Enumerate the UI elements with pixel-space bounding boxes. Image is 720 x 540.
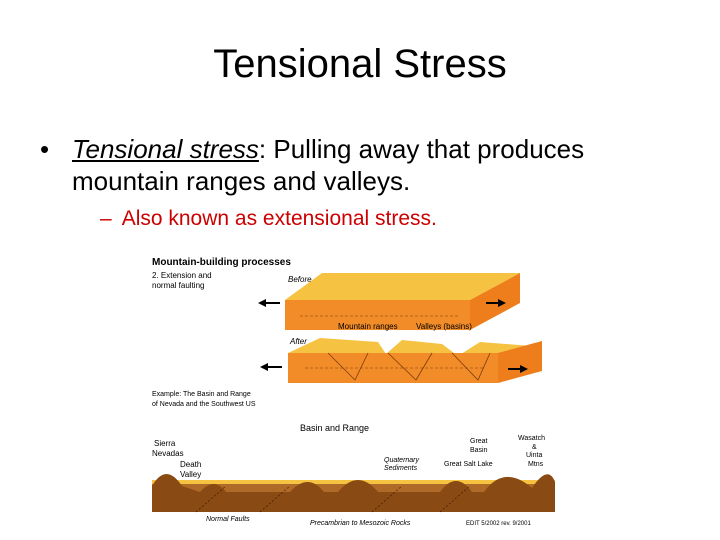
sediments-label: Sediments (384, 465, 418, 472)
example-line2: of Nevada and the Southwest US (152, 401, 256, 408)
after-label: After (289, 337, 307, 346)
arrow-left-icon (260, 363, 282, 371)
sub-bullet-marker: – (100, 207, 112, 230)
before-block (285, 273, 520, 330)
figure-heading: Mountain-building processes (152, 257, 291, 268)
quaternary-label: Quaternary (384, 457, 420, 464)
normal-faults-label: Normal Faults (206, 516, 250, 523)
example-line1: Example: The Basin and Range (152, 391, 251, 398)
sierra-label: Sierra (154, 439, 176, 448)
arrow-right-icon (508, 365, 528, 373)
bullet-marker: • (40, 134, 50, 164)
credit-label: EDIT 5/2002 rev. 9/2001 (466, 521, 531, 527)
mountain-building-figure: Mountain-building processes 2. Extension… (152, 257, 555, 527)
arrow-right-icon (486, 299, 506, 307)
slide-title: Tensional Stress (213, 42, 507, 86)
bullet-term: Tensional stress (72, 134, 259, 164)
mountain-ranges-label: Mountain ranges (338, 322, 398, 331)
wasatch-label: Wasatch (518, 435, 545, 442)
amp-label: & (532, 444, 537, 451)
valleys-label: Valleys (basins) (416, 322, 472, 331)
death-label: Death (180, 460, 201, 469)
before-label: Before (288, 275, 312, 284)
sub-bullet-text: Also known as extensional stress. (121, 207, 437, 230)
uinta-label: Uinta (526, 452, 542, 459)
valley-label: Valley (180, 470, 201, 479)
arrow-left-icon (258, 299, 280, 307)
great-label: Great (470, 438, 488, 445)
after-block (288, 338, 542, 383)
nevadas-label: Nevadas (152, 449, 184, 458)
sub-bullet: –Also known as extensional stress. (100, 207, 437, 231)
mtns-label: Mtns (528, 461, 544, 468)
step-label-line1: 2. Extension and (152, 271, 212, 280)
great-salt-lake-label: Great Salt Lake (444, 461, 493, 468)
bullet-definition: : Pulling away that produces mountain ra… (72, 134, 585, 196)
step-label-line2: normal faulting (152, 281, 204, 290)
bullet-text: Tensional stress: Pulling away that prod… (72, 133, 682, 197)
basin-range-label: Basin and Range (300, 423, 369, 433)
basin-range-cross-section (152, 474, 555, 513)
basin-label: Basin (470, 447, 488, 454)
precambrian-label: Precambrian to Mesozoic Rocks (310, 520, 411, 527)
